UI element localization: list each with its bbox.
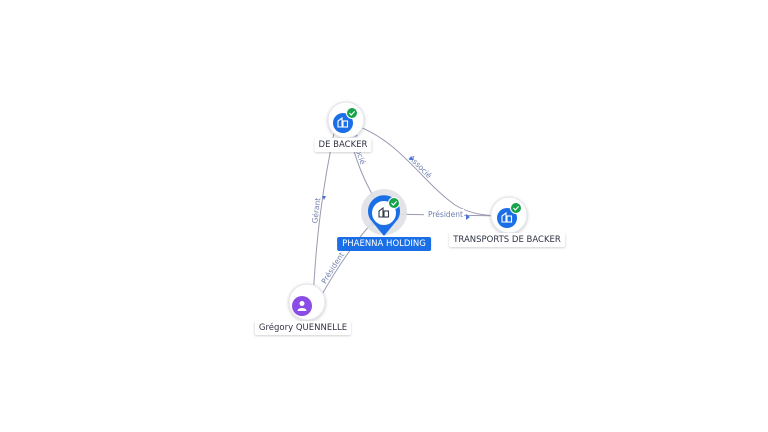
node-de-backer[interactable] [327,101,365,139]
verified-badge [346,107,358,119]
arrow-icon [409,156,414,160]
arrow-icon [322,196,326,200]
person-icon [297,301,307,311]
building-icon [337,116,349,128]
check-icon [349,111,356,116]
check-icon [391,201,398,206]
arrow-icon [466,214,470,220]
node-transports-de-backer[interactable] [490,196,528,234]
node-label-transports-de-backer[interactable]: TRANSPORTS DE BACKER [449,233,565,247]
node-label-gregory-quennelle[interactable]: Grégory QUENNELLE [254,321,352,335]
edge-label-gregory-phaenna: Président [319,251,346,286]
edge-label-gregory-de-backer: Gérant [310,197,322,224]
edge-label-phaenna-transports: Président [428,210,463,219]
node-phaenna-holding[interactable] [361,189,407,236]
verified-badge [388,197,400,209]
node-label-de-backer[interactable]: DE BACKER [314,138,372,152]
check-icon [513,206,520,211]
building-icon [378,206,390,218]
verified-badge [510,202,522,214]
edge-label-bg [424,209,464,219]
building-icon [501,211,513,223]
node-label-phaenna-holding[interactable]: PHAENNA HOLDING [337,237,431,251]
node-gregory-quennelle[interactable] [288,283,326,321]
